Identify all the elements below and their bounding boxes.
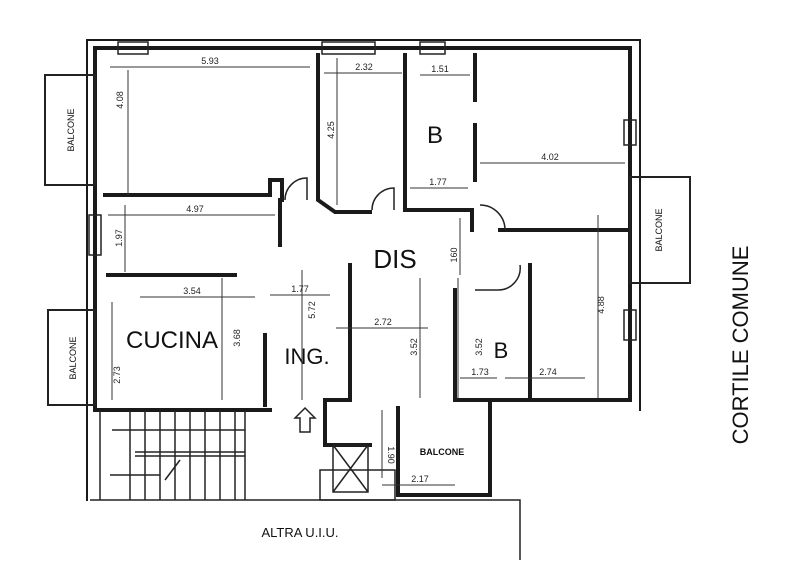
dim-label: 3.54: [183, 286, 201, 296]
dim-label: 5.93: [201, 56, 219, 66]
balcony-label-left-top: BALCONE: [66, 108, 76, 151]
dim-label: 2.17: [411, 474, 429, 484]
outer-walls: [86, 39, 641, 501]
dim-label: 4.97: [186, 204, 204, 214]
dim-label: 3.68: [232, 329, 242, 347]
dim-label: 1.51: [431, 64, 449, 74]
dim-label: 4.02: [541, 152, 559, 162]
dimension-lines: [108, 58, 625, 486]
dim-label: 1.90: [386, 446, 396, 464]
dim-label: 2.32: [355, 62, 373, 72]
dim-label: 5.72: [307, 301, 317, 319]
interior-walls: [90, 53, 632, 560]
dim-label: 4.08: [115, 91, 125, 109]
balcony-label-bottom: BALCONE: [420, 447, 465, 457]
balcony-label-left-bottom: BALCONE: [68, 336, 78, 379]
dim-label: 3.52: [409, 338, 419, 356]
dimension-labels: 5.93 2.32 1.51 4.08 4.25 1.77 4.02 4.97 …: [112, 56, 606, 484]
dim-label: 1.77: [429, 177, 447, 187]
dim-label: 2.72: [374, 317, 392, 327]
room-label-bath-1: B: [427, 122, 443, 149]
dim-label: 1.73: [471, 367, 489, 377]
dim-label: 3.52: [474, 338, 484, 356]
room-label-bath-2: B: [494, 338, 509, 363]
courtyard-label: CORTILE COMUNE: [728, 246, 753, 445]
dim-label: 1.77: [291, 284, 309, 294]
staircase: [99, 410, 246, 500]
dim-label: 4.25: [326, 121, 336, 139]
dim-label: 4.88: [596, 296, 606, 314]
room-label-entrance: ING.: [284, 344, 329, 369]
dim-label: 2.74: [539, 367, 557, 377]
room-label-kitchen: CUCINA: [126, 327, 218, 354]
doors: [284, 177, 521, 291]
room-label-hallway: DIS: [373, 244, 416, 274]
balconies: [44, 74, 691, 406]
other-unit-label: ALTRA U.I.U.: [261, 525, 338, 540]
dim-label: 2.73: [112, 366, 122, 384]
dim-label: 160: [449, 247, 459, 262]
dim-label: 1.97: [114, 229, 124, 247]
balcony-label-right: BALCONE: [654, 208, 664, 251]
windows: [88, 41, 637, 341]
entrance-arrow-icon: [293, 406, 317, 433]
